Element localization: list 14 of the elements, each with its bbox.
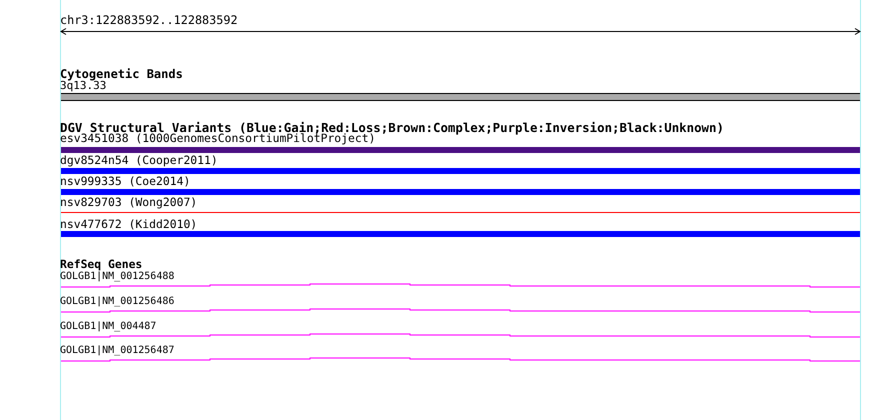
feature-label: nsv477672 (Kidd2010) <box>60 219 198 230</box>
track-title: RefSeq Genes <box>60 259 142 270</box>
feature-label: dgv8524n54 (Cooper2011) <box>60 155 218 166</box>
gene-label: GOLGB1|NM_001256486 <box>60 297 174 307</box>
coordinate-label: chr3:122883592..122883592 <box>60 15 238 27</box>
gene-label: GOLGB1|NM_004487 <box>60 322 156 332</box>
feature-label: nsv999335 (Coe2014) <box>60 176 190 188</box>
feature-label: nsv829703 (Wong2007) <box>60 197 198 208</box>
band-label: 3q13.33 <box>60 80 106 91</box>
track-title: Cytogenetic Bands <box>60 68 183 80</box>
gene-label: GOLGB1|NM_001256487 <box>60 346 174 356</box>
feature-label: esv3451038 (1000GenomesConsortiumPilotProject) <box>60 133 376 144</box>
track-title: DGV Structural Variants (Blue:Gain;Red:Loss;Brown:Complex;Purple:Inversion;Black:Unknown) <box>60 122 724 134</box>
gene-label: GOLGB1|NM_001256488 <box>60 272 174 282</box>
